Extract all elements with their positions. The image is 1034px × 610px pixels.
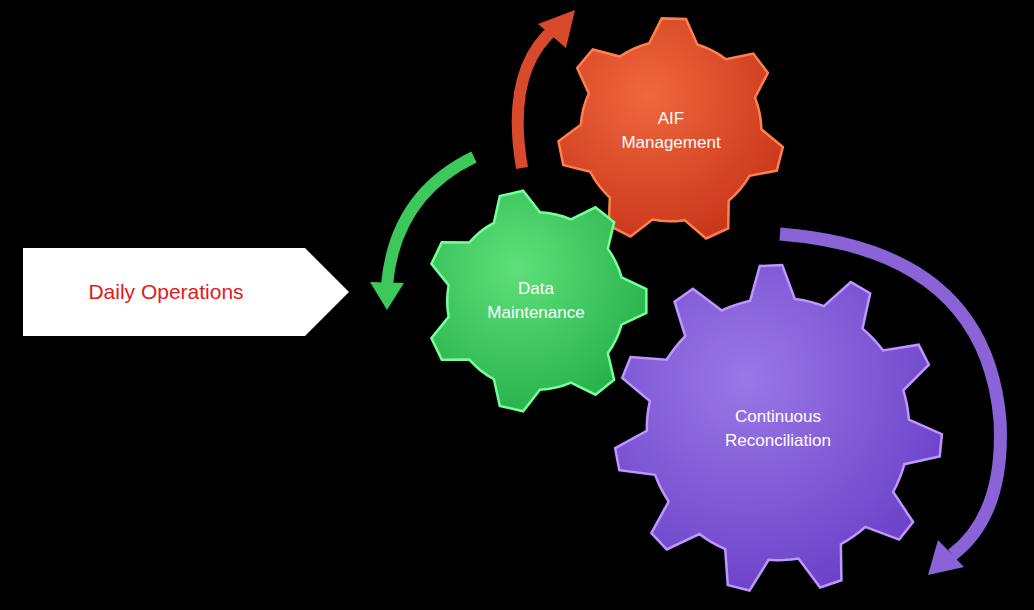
gear-body xyxy=(558,18,782,238)
gear-body xyxy=(431,191,646,411)
gear-body xyxy=(615,265,942,590)
gear-outline xyxy=(610,262,946,596)
gear-node: Continuous Reconciliation xyxy=(610,262,946,596)
arrow-head xyxy=(538,10,575,48)
pentagon-arrow: Daily Operations xyxy=(23,248,349,336)
arrow-head xyxy=(370,282,404,310)
gear-outline xyxy=(422,187,650,415)
pentagon-body xyxy=(23,248,349,336)
gear-label: AIF Management xyxy=(606,107,736,155)
arrow-head xyxy=(928,540,964,575)
arrow-label: Daily Operations xyxy=(88,277,243,306)
cycle-arrow xyxy=(518,28,555,168)
gear-label: Continuous Reconciliation xyxy=(693,405,863,453)
gear-label: Data Maintenance xyxy=(476,277,596,325)
gear-node: Data Maintenance xyxy=(422,187,650,415)
